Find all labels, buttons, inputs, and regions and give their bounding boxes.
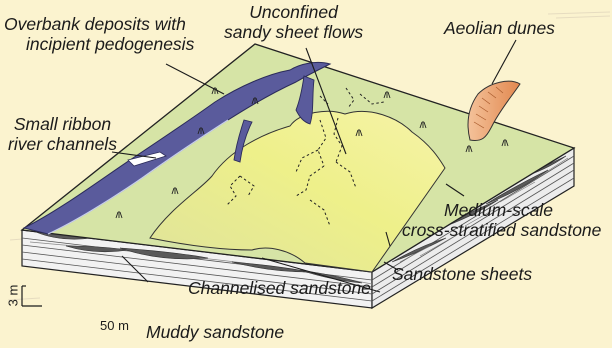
label-medium-scale-sandstone: Medium-scale cross-stratified sandstone xyxy=(402,200,601,240)
label-unconfined-sheet-flows: Unconfined sandy sheet flows xyxy=(224,2,363,42)
label-aeolian-dunes: Aeolian dunes xyxy=(444,18,555,38)
label-overbank-line2: incipient pedogenesis xyxy=(4,34,194,54)
label-sandstone-sheets: Sandstone sheets xyxy=(392,264,532,284)
label-medium-line2: cross-stratified sandstone xyxy=(402,220,601,240)
label-ribbon-line1: Small ribbon xyxy=(8,114,117,134)
label-unconfined-line1: Unconfined xyxy=(224,2,363,22)
label-channelised-sandstone: Channelised sandstone xyxy=(188,278,371,298)
label-muddy-sandstone: Muddy sandstone xyxy=(146,322,284,342)
scale-horizontal-label: 50 m xyxy=(100,318,129,333)
scale-vertical-label: 3 m xyxy=(6,281,21,311)
label-overbank-deposits: Overbank deposits with incipient pedogen… xyxy=(4,14,194,54)
scale-bar xyxy=(22,286,42,306)
label-ribbon-line2: river channels xyxy=(8,134,117,154)
label-unconfined-line2: sandy sheet flows xyxy=(224,22,363,42)
label-small-ribbon-channels: Small ribbon river channels xyxy=(8,114,117,154)
label-overbank-line1: Overbank deposits with xyxy=(4,14,194,34)
label-medium-line1: Medium-scale xyxy=(402,200,601,220)
